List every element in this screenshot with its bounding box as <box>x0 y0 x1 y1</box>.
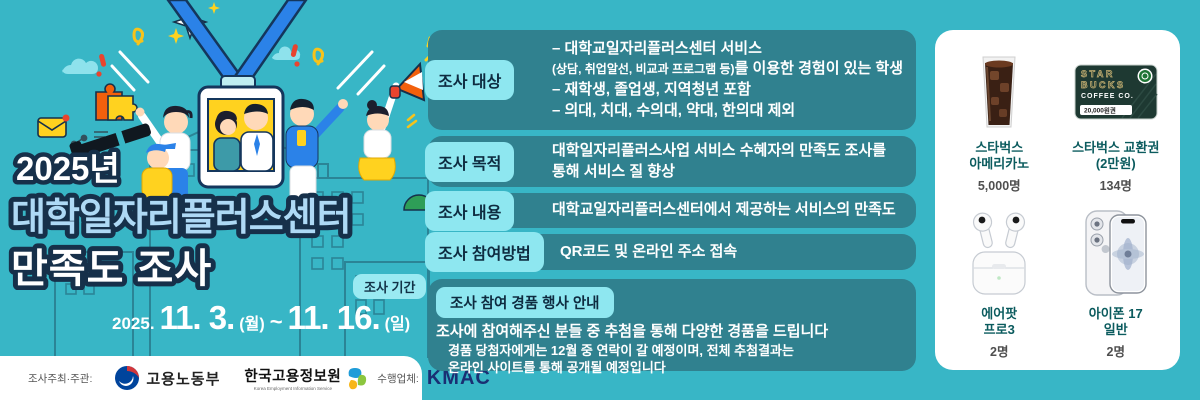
prize-notice-panel: 조사 참여 경품 행사 안내 조사에 참여해주신 분들 중 추첨을 통해 다양한… <box>428 279 916 375</box>
title-main: 대학일자리플러스센터 <box>11 197 351 239</box>
prize-card-iphone: 아이폰 17 일반 2명 <box>1058 200 1175 360</box>
keis-logo-icon <box>348 368 367 390</box>
keis-name: 한국고용정보원 <box>244 369 342 385</box>
starbucks-giftcard-image: STAR BUCKS COFFEE CO. 20,000원권 <box>1074 44 1158 140</box>
keis-subtitle: Korea Employment Information Service <box>253 386 332 391</box>
survey-target-text: – 대학교일자리플러스센터 서비스 (상담, 취업알선, 비교과 프로그램 등)… <box>552 39 904 119</box>
moel-name: 고용노동부 <box>146 370 221 388</box>
prize-count: 2명 <box>1106 345 1125 359</box>
prize-name: 아이폰 17 일반 <box>1088 305 1143 337</box>
kmac-logo: KMAC <box>426 366 491 389</box>
prize-notice-badge: 조사 참여 경품 행사 안내 <box>436 287 614 318</box>
svg-text:STAR: STAR <box>1081 69 1115 79</box>
megaphone-icon <box>389 36 430 102</box>
survey-period-badge: 조사 기간 <box>353 274 427 299</box>
prize-notice-line2: 경품 당첨자에게는 12월 중 연락이 갈 예정이며, 전체 추첨결과는 <box>448 342 794 358</box>
date-start-weekday: (월) <box>239 316 265 333</box>
prize-notice-line3: 온라인 사이트를 통해 공개될 예정입니다 <box>448 360 666 376</box>
moel-logo-group: 고용노동부 <box>114 365 220 391</box>
title-year: 2025년 <box>16 150 120 187</box>
date-end-weekday: (일) <box>384 316 411 333</box>
prize-name: 스타벅스 교환권 (2만원) <box>1072 139 1160 171</box>
svg-text:COFFEE CO.: COFFEE CO. <box>1081 93 1134 100</box>
speed-lines <box>110 50 386 96</box>
prize-card-giftcard: STAR BUCKS COFFEE CO. 20,000원권 스타벅스 교환권 … <box>1058 44 1175 194</box>
date-year: 2025. <box>112 314 155 333</box>
prize-card-airpods: 에어팟 프로3 2명 <box>941 200 1058 360</box>
confetti-swirls <box>132 27 418 129</box>
survey-method-row: 조사 참여방법 QR코드 및 온라인 주소 접속 <box>425 232 916 272</box>
survey-content-row: 조사 내용 대학교일자리플러스센터에서 제공하는 서비스의 만족도 <box>425 190 916 231</box>
man-character-right <box>285 98 348 211</box>
agency-group: 수행업체: KMAC <box>377 367 491 390</box>
survey-date-range: 2025. 11. 3. (월) ~ 11. 16. (일) <box>112 299 410 337</box>
survey-purpose-row: 조사 목적 대학일자리플러스사업 서비스 수혜자의 만족도 조사를 통해 서비스… <box>425 136 916 187</box>
organizer-bar: 조사주최·주관: 고용노동부 한국고용정보원 Korea Employment … <box>0 356 490 400</box>
iced-americano-image <box>972 44 1026 140</box>
bush-shape <box>403 194 430 211</box>
moel-logo-icon <box>115 366 140 390</box>
telescope-kid-character <box>69 123 176 218</box>
puzzle-pieces <box>95 83 138 121</box>
date-tilde: ~ <box>269 309 283 334</box>
host-label: 조사주최·주관: <box>28 372 93 385</box>
lanyard-straps <box>166 0 308 90</box>
survey-info-section: 조사 대상 – 대학교일자리플러스센터 서비스 (상담, 취업알선, 비교과 프… <box>425 30 916 375</box>
date-end: 11. 16. <box>287 299 381 336</box>
survey-content-label: 조사 내용 <box>425 190 515 231</box>
prize-notice-line1: 조사에 참여해주신 분들 중 추첨을 통해 다양한 경품을 드립니다 <box>436 323 829 340</box>
city-people-illustration <box>37 0 430 358</box>
prize-name: 스타벅스 아메리카노 <box>969 139 1030 171</box>
survey-method-text: QR코드 및 온라인 주소 접속 <box>560 242 738 260</box>
date-start: 11. 3. <box>159 299 236 336</box>
svg-text:BUCKS: BUCKS <box>1081 80 1126 90</box>
prize-name: 에어팟 프로3 <box>981 305 1018 337</box>
giftcard-amount: 20,000원권 <box>1084 105 1116 114</box>
agency-label: 수행업체: <box>377 372 419 385</box>
airpods-image <box>962 200 1036 306</box>
survey-target-label: 조사 대상 <box>425 60 515 100</box>
envelope-icon <box>37 114 70 138</box>
title-sub: 만족도 조사 <box>11 247 212 290</box>
prize-count: 134명 <box>1099 179 1132 193</box>
keis-logo-group: 한국고용정보원 Korea Employment Information Ser… <box>244 365 367 391</box>
survey-purpose-text: 대학일자리플러스사업 서비스 수혜자의 만족도 조사를 통해 서비스 질 향상 <box>552 141 887 180</box>
exclamation-marks <box>96 44 300 77</box>
prize-count: 5,000명 <box>977 179 1021 193</box>
iphone-image <box>1084 200 1148 306</box>
survey-content-text: 대학교일자리플러스센터에서 제공하는 서비스의 만족도 <box>552 201 896 219</box>
prize-panel: 스타벅스 아메리카노 5,000명 STAR BUCKS COFFEE CO. … <box>935 30 1180 370</box>
survey-method-label: 조사 참여방법 <box>425 232 544 272</box>
id-badge-card <box>197 85 285 189</box>
survey-purpose-label: 조사 목적 <box>425 141 515 182</box>
survey-target-row: 조사 대상 – 대학교일자리플러스센터 서비스 (상담, 취업알선, 비교과 프… <box>425 30 916 130</box>
prize-card-americano: 스타벅스 아메리카노 5,000명 <box>941 44 1058 194</box>
hero-section: 2025년 대학일자리플러스센터 만족도 조사 조사 기간 2025. 11. … <box>0 0 490 400</box>
megaphone-woman-character <box>358 36 430 181</box>
banner-title: 2025년 대학일자리플러스센터 만족도 조사 <box>6 146 357 291</box>
prize-count: 2명 <box>990 345 1009 359</box>
